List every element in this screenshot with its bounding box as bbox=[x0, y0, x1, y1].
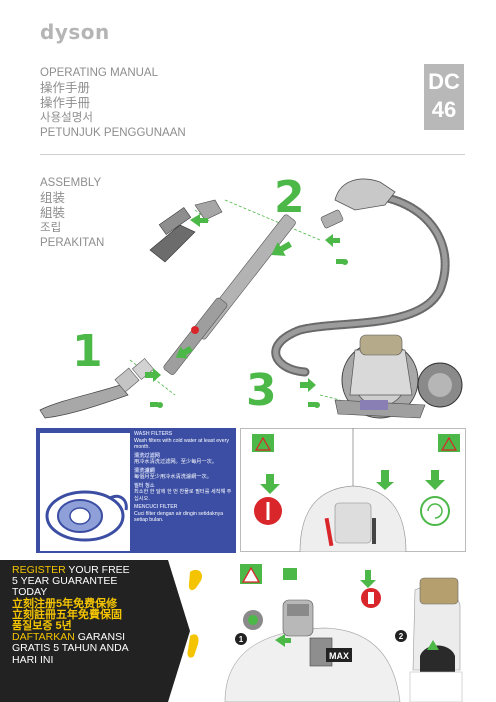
step-number-2: 2 bbox=[274, 172, 305, 223]
phone-icon bbox=[187, 634, 199, 658]
filter-removal-illustration bbox=[252, 428, 460, 552]
step-number-1: 1 bbox=[72, 326, 103, 377]
promo-register: REGISTER bbox=[12, 564, 66, 576]
step-badge-1 bbox=[235, 633, 247, 645]
green-arrows bbox=[145, 214, 340, 392]
plug-icon bbox=[283, 568, 297, 580]
assembly-ko: 조립 bbox=[40, 222, 62, 234]
vacuum-body bbox=[334, 334, 463, 419]
promo-today: TODAY bbox=[12, 586, 48, 599]
wash-heading-cn: 清洗过滤网 bbox=[134, 452, 160, 459]
dyson-logo: dyson bbox=[40, 20, 110, 44]
combination-tool bbox=[149, 199, 223, 263]
step-number-3: 3 bbox=[246, 365, 277, 416]
wash-text-id: Cuci filter dengan air dingin setidaknya… bbox=[134, 510, 224, 524]
hand-icon bbox=[188, 569, 203, 591]
wash-filters-text: WASH FILTERS Wash filters with cold wate… bbox=[134, 431, 234, 524]
register-banner bbox=[0, 560, 190, 702]
max-text: MAX bbox=[329, 651, 349, 661]
bin-emptying-illustration: MAX 1 2 bbox=[224, 564, 463, 702]
title-zh-cn: 操作手册 bbox=[40, 81, 91, 95]
step-badge-2-text: 2 bbox=[399, 632, 404, 641]
warning-icon bbox=[438, 434, 460, 452]
title-zh-tw: 操作手冊 bbox=[40, 96, 91, 110]
hose-handle bbox=[320, 178, 396, 229]
wash-text-cn: 用冷水清洗过滤网。至少每月一次。 bbox=[134, 459, 218, 465]
title-id: PETUNJUK PENGGUNAAN bbox=[40, 127, 186, 139]
assembly-en: ASSEMBLY bbox=[40, 177, 102, 189]
promo-guarantee: 5 YEAR GUARANTEE bbox=[12, 575, 118, 588]
register-text: REGISTER YOUR FREE 5 YEAR GUARANTEE TODA… bbox=[12, 564, 182, 666]
banner-icons bbox=[187, 569, 203, 658]
wash-text-tw: 每個月至少用冷水清洗濾網一次。 bbox=[134, 474, 212, 480]
floor-tool bbox=[39, 358, 155, 419]
wash-heading-tw: 清洗濾網 bbox=[134, 467, 155, 474]
step-badge-1-text: 1 bbox=[239, 635, 244, 644]
max-label bbox=[326, 648, 352, 662]
model-line2: 46 bbox=[431, 97, 457, 122]
wash-text-en: Wash filters with cold water at least ev… bbox=[134, 437, 229, 451]
title-ko: 사용설명서 bbox=[40, 112, 93, 124]
promo-tw: 立刻註冊五年免費保固 bbox=[12, 608, 122, 621]
promo-daftarkan: DAFTARKAN bbox=[12, 631, 75, 644]
promo-gratis: GRATIS 5 TAHUN ANDA bbox=[12, 642, 129, 655]
wash-heading-ko: 필터 청소 bbox=[134, 482, 155, 489]
promo-your-free: YOUR FREE bbox=[65, 564, 130, 576]
assembly-zh-tw: 組裝 bbox=[40, 206, 66, 220]
model-badge: DC 46 bbox=[424, 64, 464, 130]
click-icons bbox=[150, 259, 348, 408]
promo-hari-ini: HARI INI bbox=[12, 653, 54, 666]
assembly-heading: ASSEMBLY 组装 組裝 조립 PERAKITAN bbox=[40, 176, 104, 251]
step-badge-2 bbox=[395, 630, 407, 642]
warning-icon bbox=[252, 434, 274, 452]
promo-ko: 품질보증 5년 bbox=[12, 620, 72, 633]
rotate-icon bbox=[420, 496, 450, 526]
header-divider bbox=[40, 154, 465, 155]
wash-heading-en: WASH FILTERS bbox=[134, 431, 173, 437]
title-en: OPERATING MANUAL bbox=[40, 67, 158, 79]
assembly-illustration: 2 1 3 bbox=[39, 172, 463, 419]
machine-outline-icon bbox=[45, 490, 128, 542]
promo-cn: 立刻注册5年免费保修 bbox=[12, 597, 118, 610]
model-line1: DC bbox=[428, 69, 460, 94]
wash-heading-id: MENCUCI FILTER bbox=[134, 504, 178, 510]
promo-garansi: GARANSI bbox=[74, 631, 125, 644]
wash-text-ko: 최소한 한 달에 한 번 찬물로 필터를 세척해 주십시오. bbox=[134, 489, 232, 502]
manual-titles: OPERATING MANUAL 操作手册 操作手冊 사용설명서 PETUNJU… bbox=[40, 66, 186, 141]
assembly-id: PERAKITAN bbox=[40, 237, 105, 249]
assembly-zh-cn: 组装 bbox=[40, 191, 66, 205]
